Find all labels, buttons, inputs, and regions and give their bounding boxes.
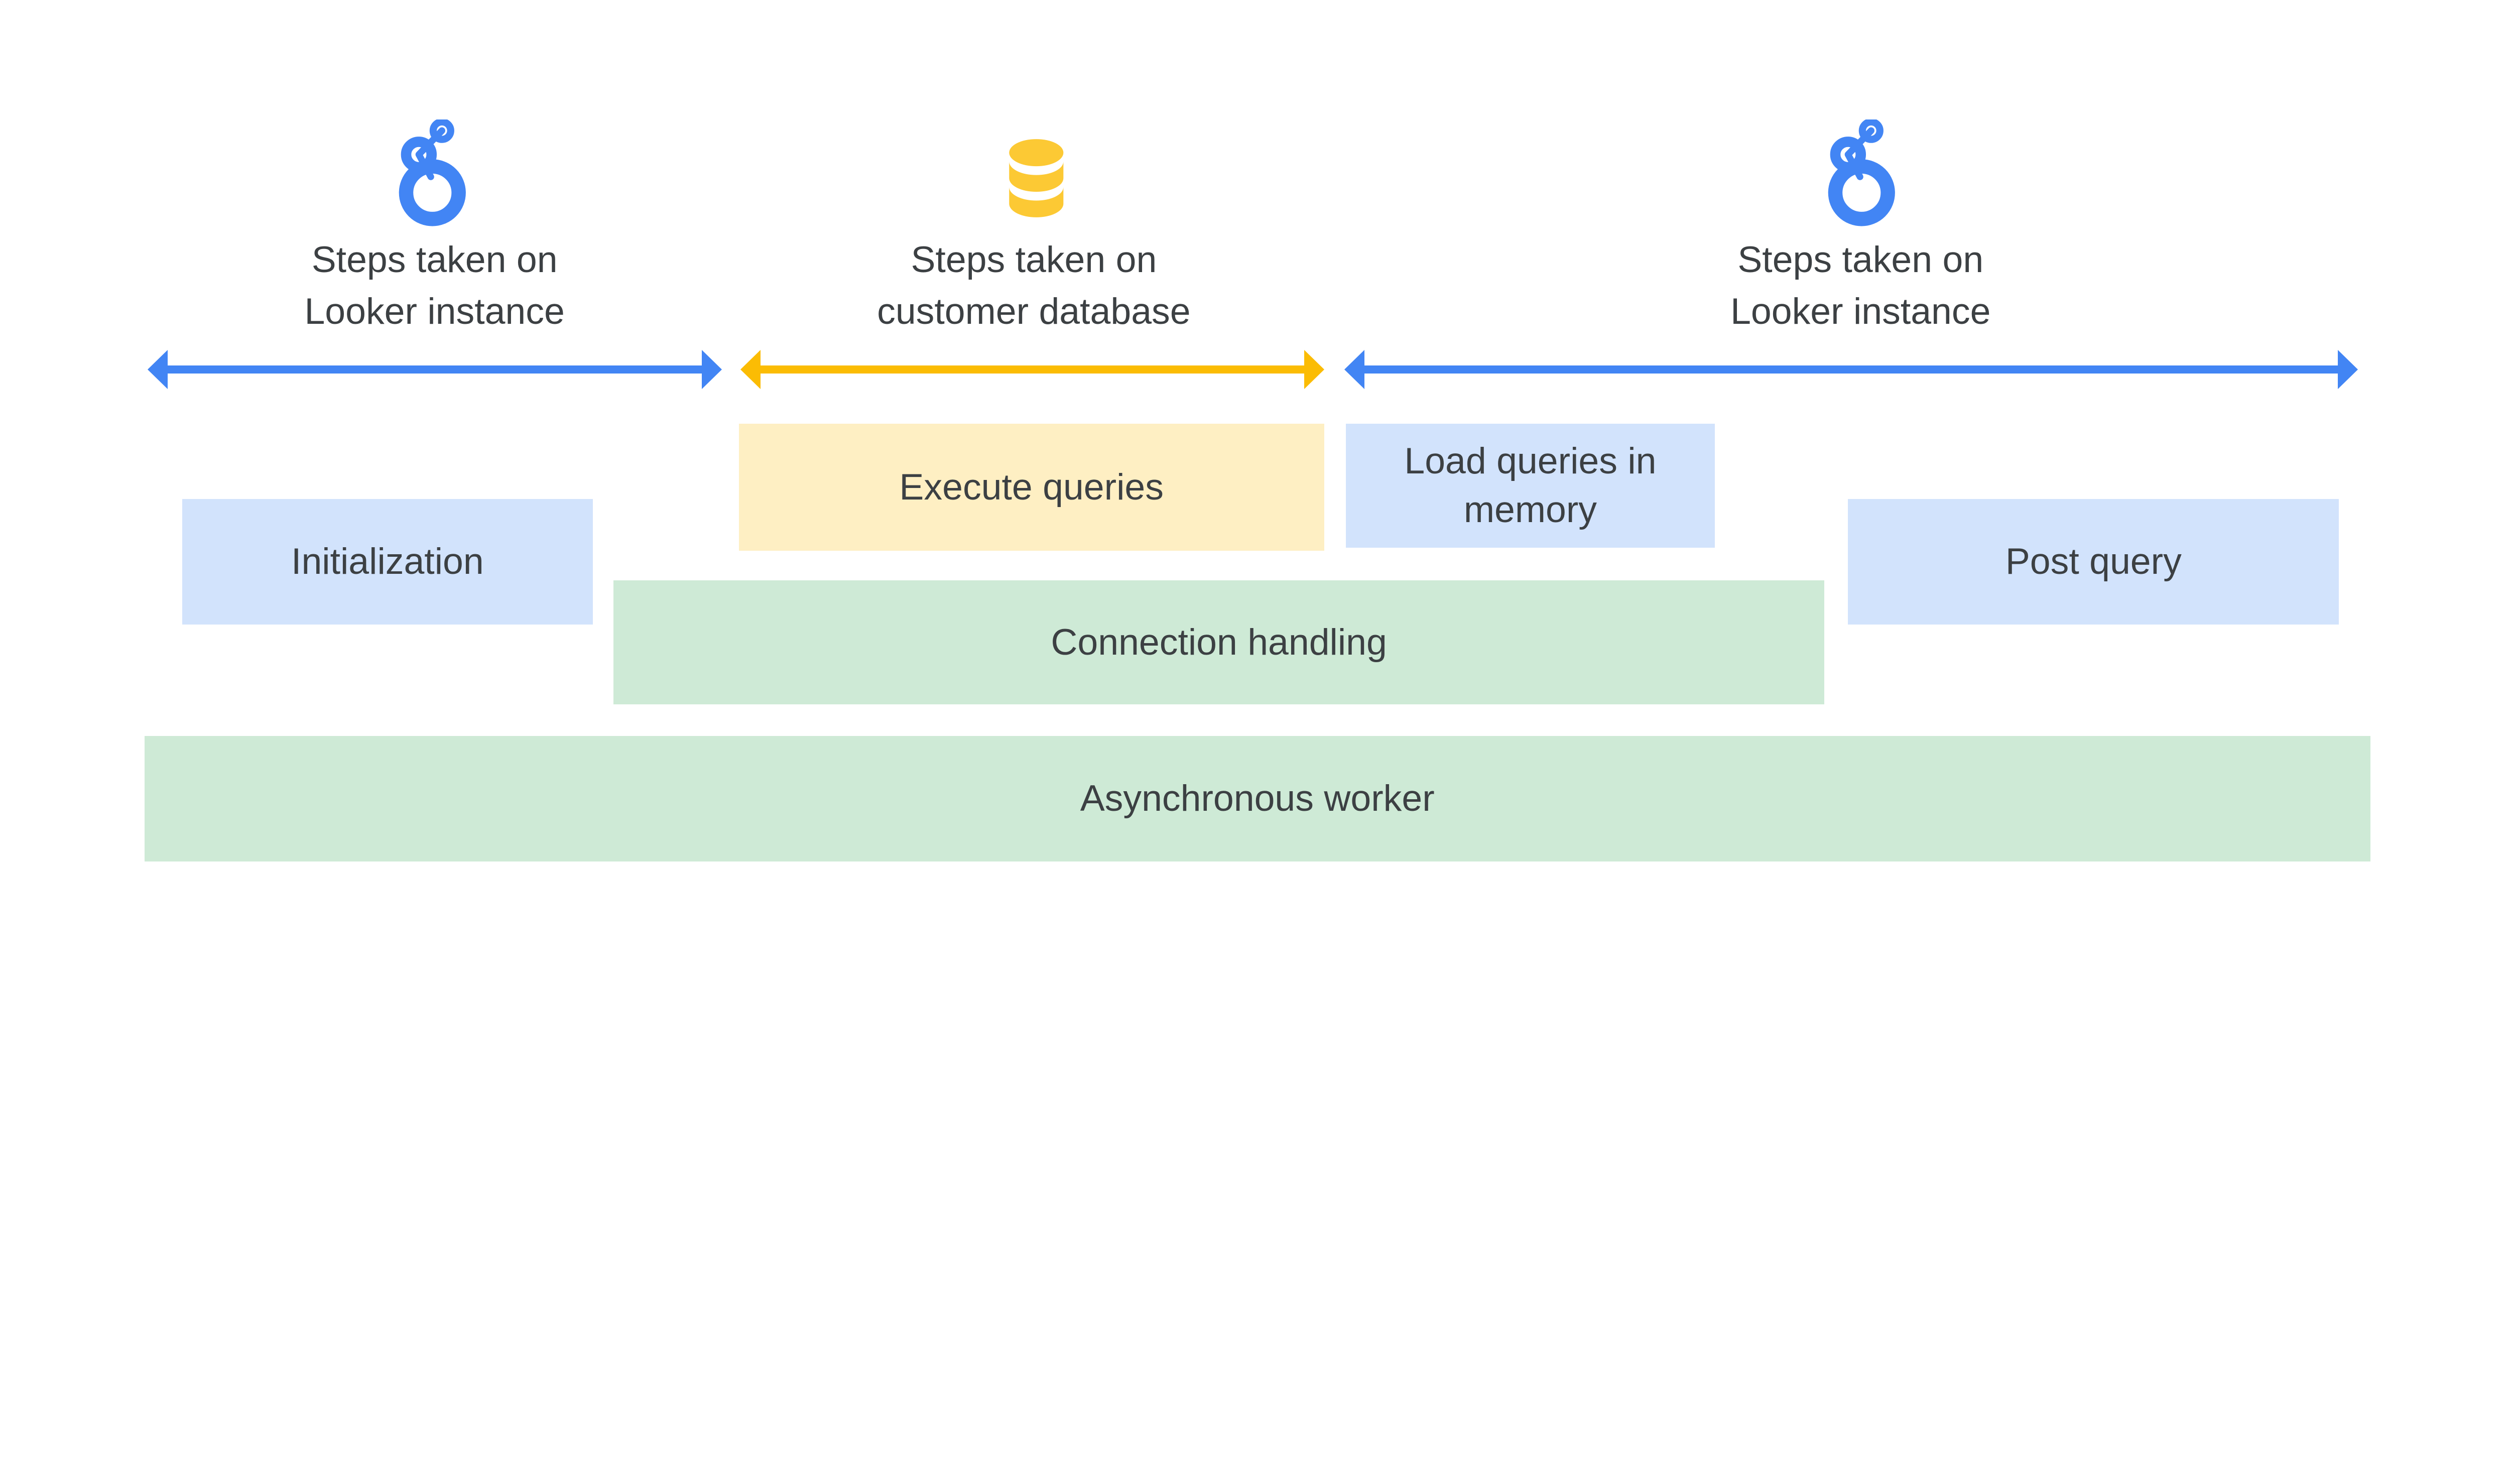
box-label: Execute queries xyxy=(899,466,1164,508)
section-label-line: Steps taken on xyxy=(911,238,1157,280)
box-label: Post query xyxy=(2005,541,2182,582)
arrow-head-right-icon xyxy=(1304,349,1324,389)
box-label: Asynchronous worker xyxy=(1080,778,1435,819)
section-label-line: Steps taken on xyxy=(311,238,558,280)
span-arrow-looker-left xyxy=(147,349,722,389)
box-connection-handling: Connection handling xyxy=(613,580,1825,705)
span-arrow-looker-right xyxy=(1344,349,2358,389)
box-initialization: Initialization xyxy=(182,499,593,625)
box-label: Initialization xyxy=(291,541,484,582)
arrow-head-right-icon xyxy=(2337,349,2358,389)
section-label-line: Steps taken on xyxy=(1737,238,1984,280)
arrow-shaft xyxy=(167,365,702,374)
section-label-line: customer database xyxy=(877,290,1191,332)
arrow-head-left-icon xyxy=(147,349,168,389)
arrow-shaft xyxy=(1364,365,2338,374)
box-label: Load queries in memory xyxy=(1404,437,1656,534)
arrow-head-left-icon xyxy=(740,349,761,389)
looker-logo-icon xyxy=(1826,119,1897,228)
arrow-shaft xyxy=(761,365,1304,374)
box-label-line: memory xyxy=(1463,489,1597,531)
section-label-looker-left: Steps taken on Looker instance xyxy=(199,234,670,337)
looker-logo-icon xyxy=(397,119,468,228)
looker-architecture-diagram: Steps taken on Looker instance Steps tak… xyxy=(144,119,2370,861)
box-load-queries-in-memory: Load queries in memory xyxy=(1346,423,1715,548)
span-arrow-customer-database xyxy=(740,349,1324,389)
box-execute-queries: Execute queries xyxy=(738,423,1324,551)
section-label-line: Looker instance xyxy=(1730,290,1991,332)
database-icon xyxy=(1001,134,1072,226)
box-label: Connection handling xyxy=(1051,622,1387,663)
arrow-head-right-icon xyxy=(701,349,722,389)
section-label-looker-right: Steps taken on Looker instance xyxy=(1625,234,2096,337)
section-label-line: Looker instance xyxy=(304,290,565,332)
box-asynchronous-worker: Asynchronous worker xyxy=(144,735,2370,861)
box-post-query: Post query xyxy=(1848,499,2339,625)
box-label-line: Load queries in xyxy=(1404,440,1657,482)
section-label-customer-database: Steps taken on customer database xyxy=(799,234,1270,337)
arrow-head-left-icon xyxy=(1344,349,1365,389)
